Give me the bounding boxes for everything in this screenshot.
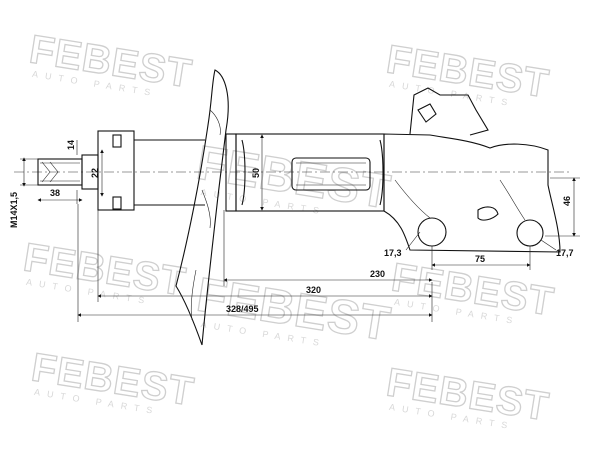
dim-thread: M14X1,5	[9, 192, 19, 228]
spring-seat	[175, 69, 229, 346]
dim-230: 230	[370, 269, 385, 279]
top-mount	[97, 130, 205, 211]
dim-38: 38	[50, 188, 60, 198]
dim-50: 50	[251, 168, 261, 178]
dim-328-495: 328/495	[226, 304, 259, 314]
dimension-lines	[20, 134, 580, 322]
dim-17-3: 17,3	[384, 248, 402, 258]
knuckle-bracket	[383, 87, 561, 253]
dim-320: 320	[306, 285, 321, 295]
dim-75: 75	[475, 254, 485, 264]
dim-17-7: 17,7	[556, 248, 574, 258]
dimension-labels: M14X1,5 14 22 38 50 46 17,3 17,7 75 230 …	[9, 140, 574, 314]
watermark-group: FEBEST AUTO PARTS FEBEST AUTO PARTS FEBE…	[20, 27, 558, 432]
dim-46: 46	[562, 196, 572, 206]
dim-14: 14	[66, 140, 76, 150]
dim-22: 22	[90, 168, 100, 178]
